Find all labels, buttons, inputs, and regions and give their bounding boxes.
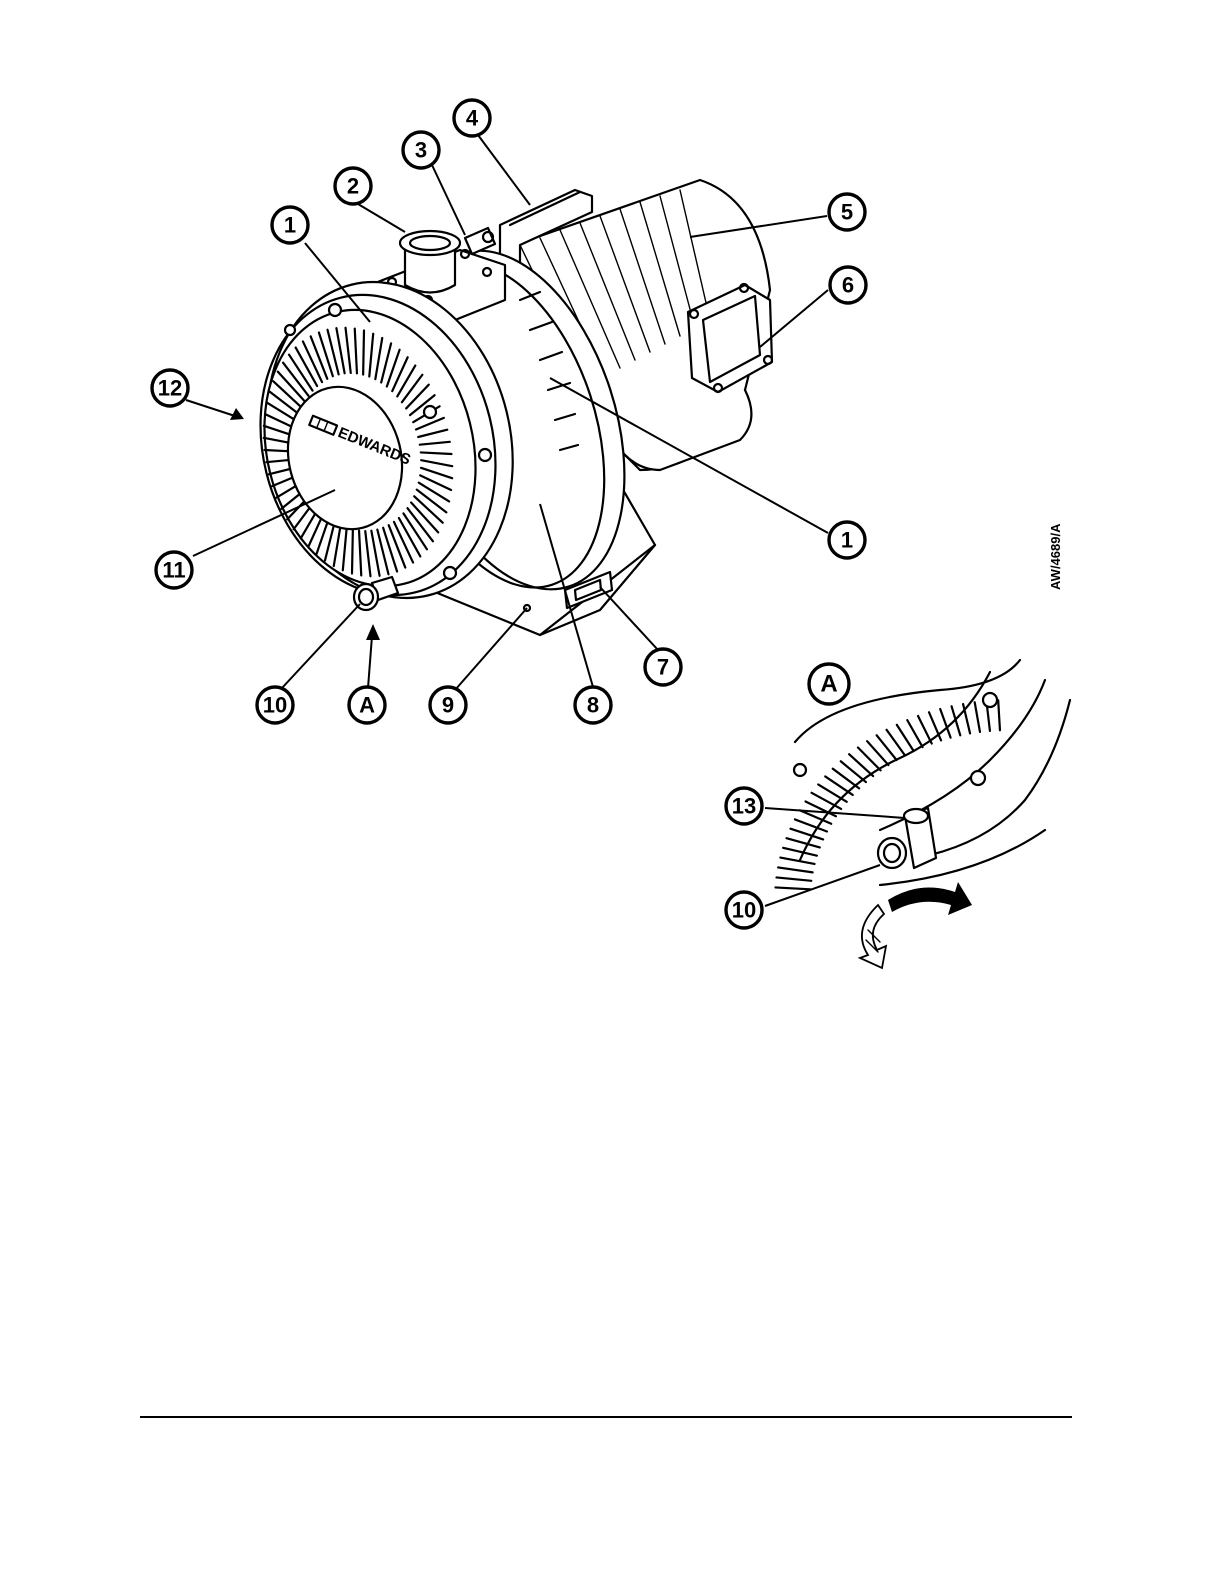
detail-vent-slot <box>849 754 873 776</box>
detail-vent-slot <box>778 867 813 872</box>
callout-1-right: 1 <box>829 522 865 558</box>
callout-label: 7 <box>657 655 669 680</box>
vent-slot <box>352 529 353 573</box>
callout-5: 5 <box>829 194 865 230</box>
callout-9: 9 <box>430 687 466 723</box>
callout-7: 7 <box>645 649 681 685</box>
callout-12: 12 <box>152 370 188 406</box>
callout-10-main: 10 <box>257 687 293 723</box>
callout-10-detail: 10 <box>726 892 762 928</box>
callout-label: 11 <box>162 558 185 583</box>
callout-label: 10 <box>263 693 287 718</box>
rotation-arrow <box>860 882 972 968</box>
detail-a-label: A <box>809 664 849 704</box>
callout-label: 4 <box>466 106 479 131</box>
callout-11: 11 <box>156 552 192 588</box>
callout-label: 1 <box>284 213 296 238</box>
callout-2: 2 <box>335 168 371 204</box>
callout-label: 2 <box>347 174 359 199</box>
callout-6: 6 <box>830 267 866 303</box>
detail-vent-slot <box>780 858 814 864</box>
callout-label: 10 <box>732 898 756 923</box>
callout-label: A <box>359 693 375 718</box>
callout-3: 3 <box>403 132 439 168</box>
pump-illustration: EDWARDS <box>230 180 772 635</box>
detail-label-text: A <box>820 671 837 698</box>
callout-1-top: 1 <box>272 207 308 243</box>
callout-label: 8 <box>587 693 599 718</box>
callout-label: 12 <box>158 376 182 401</box>
callout-label: 1 <box>841 528 853 553</box>
callout-a-arrow: A <box>349 687 385 723</box>
callout-label: 6 <box>842 273 854 298</box>
detail-vent-slot <box>918 716 932 744</box>
detail-vent-slot <box>841 761 866 782</box>
callout-8: 8 <box>575 687 611 723</box>
detail-vent-slot <box>790 829 823 840</box>
callout-label: 9 <box>442 693 454 718</box>
detail-vent-slot <box>998 700 1000 730</box>
callout-label: 5 <box>841 200 853 225</box>
detail-vent-slot <box>975 702 980 732</box>
footer-rule <box>140 1416 1072 1418</box>
detail-vent-slot <box>777 877 812 880</box>
callout-4: 4 <box>454 100 490 136</box>
callout-label: 3 <box>415 138 427 163</box>
inlet-flange <box>400 231 460 293</box>
detail-vent-slot <box>783 848 817 856</box>
figure-reference: AW/4689/A <box>1048 523 1063 590</box>
exhaust-port <box>465 228 495 254</box>
detail-vent-slot <box>787 838 820 847</box>
detail-vent-slot <box>775 887 810 889</box>
vent-slot <box>363 331 364 375</box>
callout-label: 13 <box>732 794 756 819</box>
callout-13: 13 <box>726 788 762 824</box>
detail-view-a <box>765 660 1070 968</box>
